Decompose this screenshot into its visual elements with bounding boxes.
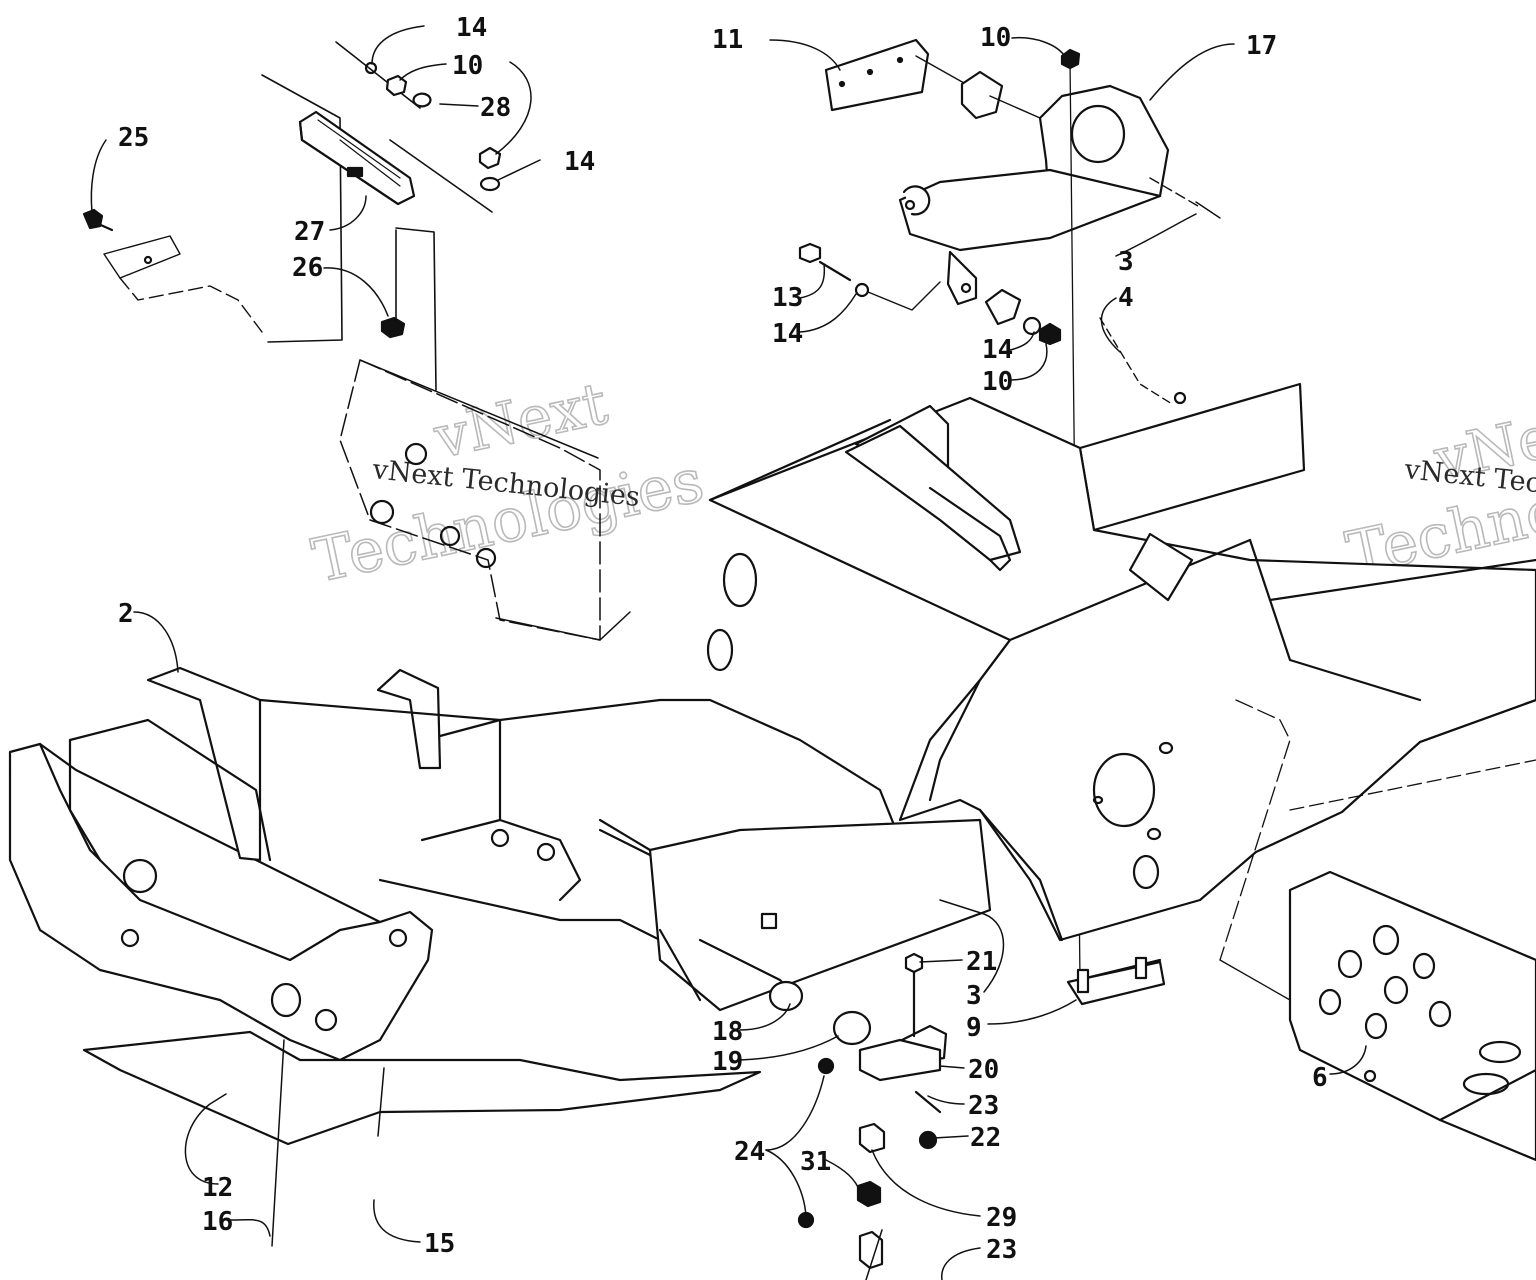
leader-lines bbox=[90, 25, 1367, 1280]
chassis-tunnel bbox=[339, 359, 1536, 1001]
callout-14: 14 bbox=[982, 335, 1013, 365]
callout-25: 25 bbox=[118, 123, 149, 153]
upper-bracket-assembly bbox=[82, 41, 502, 391]
callout-6: 6 bbox=[1312, 1063, 1328, 1093]
callout-14: 14 bbox=[564, 147, 595, 177]
callout-10: 10 bbox=[980, 23, 1011, 53]
callout-17: 17 bbox=[1246, 31, 1277, 61]
callout-10: 10 bbox=[982, 367, 1013, 397]
callout-23: 23 bbox=[968, 1091, 999, 1121]
callout-15: 15 bbox=[424, 1229, 455, 1259]
callout-4: 4 bbox=[1118, 283, 1134, 313]
callout-2: 2 bbox=[118, 599, 134, 629]
callout-31: 31 bbox=[800, 1147, 831, 1177]
callout-23: 23 bbox=[986, 1235, 1017, 1265]
callout-28: 28 bbox=[480, 93, 511, 123]
callout-labels: 14 10 28 25 14 27 26 11 10 17 3 4 13 14 … bbox=[118, 13, 1328, 1265]
skid-plate bbox=[82, 1030, 762, 1146]
watermark-left: vNext Technologies vNext Technologies bbox=[306, 368, 711, 597]
callout-20: 20 bbox=[968, 1055, 999, 1085]
watermark-right: vNext Technologies vNext Technologies bbox=[1340, 390, 1536, 590]
callout-12: 12 bbox=[202, 1173, 233, 1203]
console-housing bbox=[1288, 870, 1536, 1162]
callout-16: 16 bbox=[202, 1207, 233, 1237]
steering-bracket-assembly bbox=[798, 38, 1221, 981]
callout-10: 10 bbox=[452, 51, 483, 81]
callout-21: 21 bbox=[966, 947, 997, 977]
callout-11: 11 bbox=[712, 25, 743, 55]
callout-14: 14 bbox=[456, 13, 487, 43]
callout-24: 24 bbox=[734, 1137, 765, 1167]
callout-14: 14 bbox=[772, 319, 803, 349]
front-suspension bbox=[8, 666, 992, 1062]
watermark-line1: vNext bbox=[428, 369, 613, 472]
callout-19: 19 bbox=[712, 1047, 743, 1077]
callout-18: 18 bbox=[712, 1017, 743, 1047]
callout-3: 3 bbox=[1118, 247, 1134, 277]
callout-22: 22 bbox=[970, 1123, 1001, 1153]
callout-26: 26 bbox=[292, 253, 323, 283]
spindle-assembly bbox=[797, 952, 1166, 1270]
callout-27: 27 bbox=[294, 217, 325, 247]
callout-29: 29 bbox=[986, 1203, 1017, 1233]
callout-9: 9 bbox=[966, 1013, 982, 1043]
callout-13: 13 bbox=[772, 283, 803, 313]
callout-3: 3 bbox=[966, 981, 982, 1011]
